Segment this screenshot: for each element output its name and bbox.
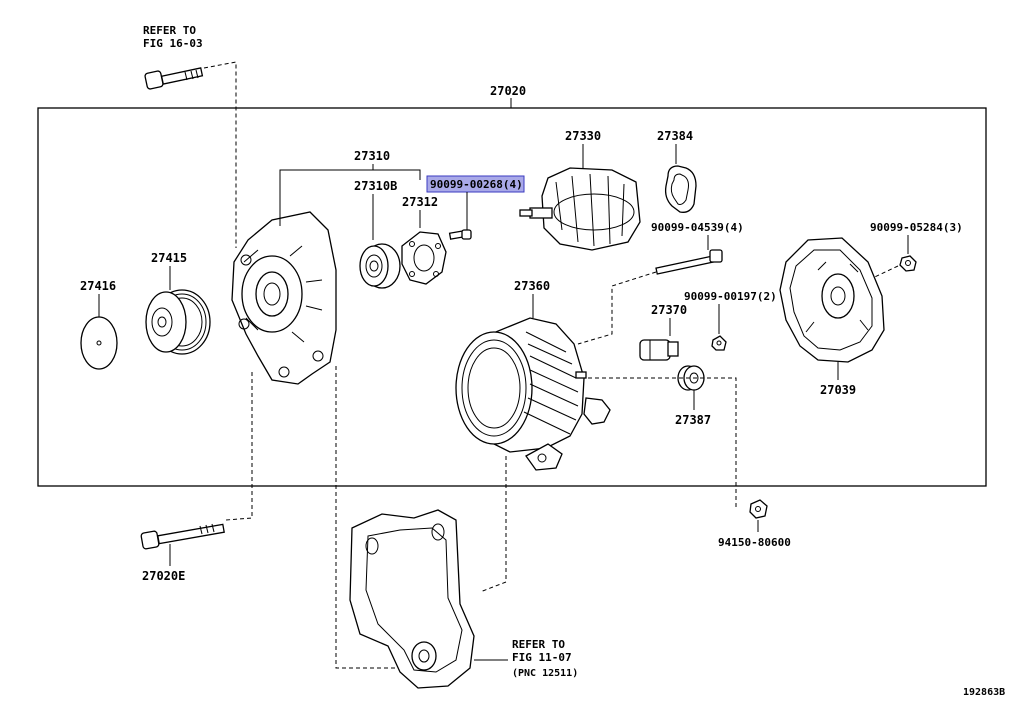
label-27387[interactable]: 27387 [675,413,711,427]
label-27370[interactable]: 27370 [651,303,687,317]
ring-icon [664,165,697,213]
label-27020[interactable]: 27020 [490,84,526,98]
drive-end-frame-icon [231,211,337,385]
dust-cover-icon [80,316,118,370]
label-27415[interactable]: 27415 [151,251,187,265]
refer-top-line2: FIG 16-03 [143,37,203,50]
rear-cover-icon [779,237,885,363]
stator-icon [455,317,611,471]
brush-holder-icon [639,339,679,361]
mount-bolt-icon [140,523,225,550]
label-27330[interactable]: 27330 [565,129,601,143]
label-94150-80600[interactable]: 94150-80600 [718,536,791,549]
label-27310[interactable]: 27310 [354,149,390,163]
pulley-icon [145,289,211,355]
nut-icon [899,255,917,272]
screw-icon [448,229,472,240]
refer-bottom-line3: (PNC 12511) [512,668,578,679]
label-90099-04539[interactable]: 90099-04539(4) [651,221,744,234]
terminal-nut-icon [749,499,768,519]
label-27020E[interactable]: 27020E [142,569,185,583]
rotor-icon [519,167,641,251]
label-27039[interactable]: 27039 [820,383,856,397]
refer-bottom-line2: FIG 11-07 [512,651,572,664]
through-bolt-icon [655,249,723,275]
label-27360[interactable]: 27360 [514,279,550,293]
small-screw-icon [711,335,727,351]
label-27312[interactable]: 27312 [402,195,438,209]
label-27310B[interactable]: 27310B [354,179,397,193]
bearing-icon [359,243,401,289]
refer-bottom-line1: REFER TO [512,638,565,651]
assembly-frame [37,107,987,487]
bearing-retainer-icon [401,231,447,285]
label-27384[interactable]: 27384 [657,129,693,143]
label-90099-05284[interactable]: 90099-05284(3) [870,221,963,234]
label-90099-00268[interactable]: 90099-00268(4) [430,178,523,191]
mounting-bracket-icon [349,509,475,689]
highlight-90099-00268[interactable] [426,175,525,193]
refer-top-line1: REFER TO [143,24,196,37]
figure-number: 192863B [963,687,1005,698]
top-bolt-icon [144,67,204,90]
label-27416[interactable]: 27416 [80,279,116,293]
label-90099-00197[interactable]: 90099-00197(2) [684,290,777,303]
